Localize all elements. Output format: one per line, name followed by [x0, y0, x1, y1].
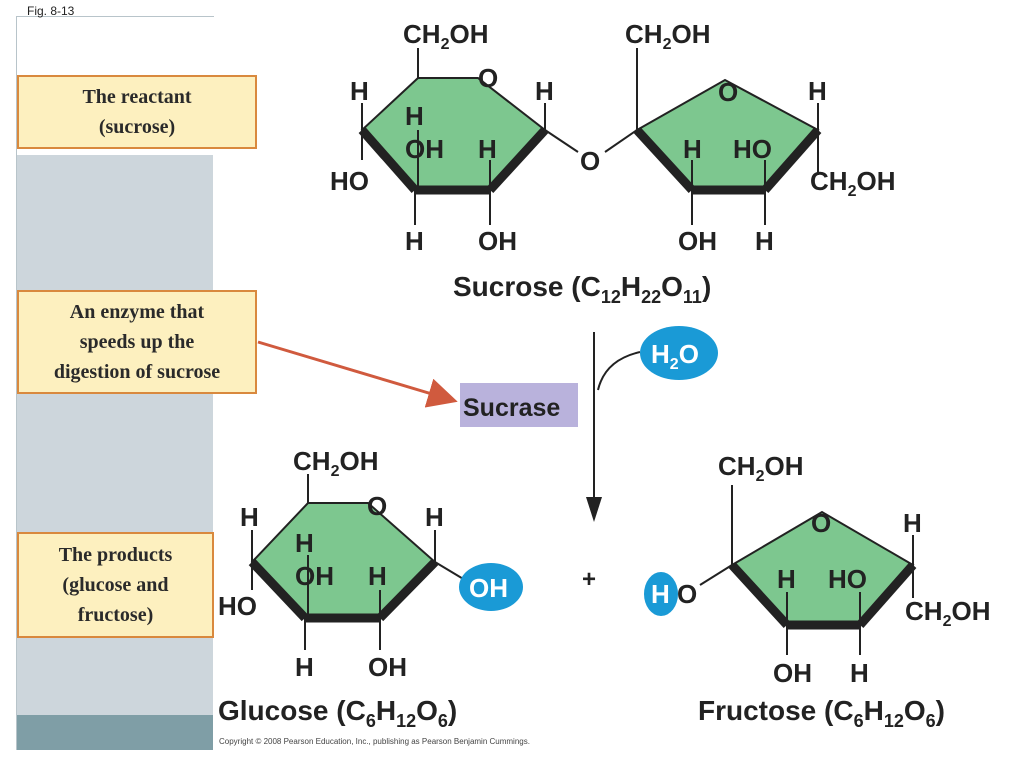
sucrose-fru-oh-bottom: OH [678, 226, 717, 256]
glucose-ring-o: O [367, 491, 387, 521]
glucose-formula: Glucose (C6H12O6) [218, 695, 457, 731]
glucose-h-inner2: H [368, 561, 387, 591]
callout-reactant: The reactant (sucrose) [17, 75, 257, 149]
copyright-notice: Copyright © 2008 Pearson Education, Inc.… [219, 737, 530, 746]
callout-products-line-1: The products [58, 544, 173, 566]
sucrose-glc-h-bottom: H [405, 226, 424, 256]
sucrose-glc-ring-o: O [478, 63, 498, 93]
glucose-h-right: H [425, 502, 444, 532]
callout-enzyme: An enzyme that speeds up the digestion o… [17, 290, 257, 394]
sucrose-fru-h-bottom: H [755, 226, 774, 256]
sucrose-glc-h-inner2: H [478, 134, 497, 164]
glucose-oh-bottom: OH [368, 652, 407, 682]
water-ellipse [640, 326, 718, 380]
fructose-oh-bottom: OH [773, 658, 812, 688]
fructose-ho-inner: HO [828, 564, 867, 594]
sucrose-fru-h-right: H [808, 76, 827, 106]
glucose-hexagon [250, 502, 437, 619]
glucose-oh-inner: OH [295, 561, 334, 591]
sucrose-glc-h-inner: H [405, 101, 424, 131]
callout-enzyme-line-2: speeds up the [79, 331, 195, 353]
fructose-ch2oh-right: CH2OH [905, 596, 990, 630]
fructose-o-left: O [677, 579, 697, 609]
left-panel-strip-bottom [17, 715, 213, 750]
glucose-h-left: H [240, 502, 259, 532]
callout-reactant-line-2: (sucrose) [98, 116, 176, 138]
fructose-ch2oh-top: CH2OH [718, 451, 803, 485]
figure-label: Fig. 8-13 [27, 4, 75, 18]
plus-sign: + [582, 566, 596, 593]
left-panel-strip [17, 155, 213, 750]
glucose-oh-highlight-text: OH [469, 573, 508, 603]
enzyme-box [460, 383, 578, 427]
fructose-h-highlight [644, 572, 678, 616]
sucrose-fru-ch2oh-top: CH2OH [625, 19, 710, 53]
sucrose-formula: Sucrose (C12H22O11) [453, 271, 711, 307]
fructose-h-bottom: H [850, 658, 869, 688]
sucrose-fru-ch2oh-right: CH2OH [810, 166, 895, 200]
sucrose-glc-oh-bottom: OH [478, 226, 517, 256]
glucose-h-inner: H [295, 528, 314, 558]
sucrose-glucose-ring: CH2OH O H H H OH H HO H OH [330, 19, 579, 256]
sucrose-glc-ch2oh: CH2OH [403, 19, 488, 53]
fructose-h-inner: H [777, 564, 796, 594]
sucrose-fru-ho-inner: HO [733, 134, 772, 164]
reaction-arrowhead [586, 497, 602, 522]
callout-enzyme-line-1: An enzyme that [69, 301, 205, 323]
fructose-h-right: H [903, 508, 922, 538]
water-curve [597, 351, 641, 391]
fructose-h-highlight-text: H [651, 579, 670, 609]
sucrose-glc-ho: HO [330, 166, 369, 196]
sucrose-glucose-hexagon [360, 77, 547, 191]
enzyme-label: Sucrase [463, 394, 560, 422]
glucose-ho: HO [218, 591, 257, 621]
sucrose-fru-h-inner: H [683, 134, 702, 164]
frame-vertical-line [16, 16, 17, 750]
sucrose-bridge-o: O [580, 146, 600, 176]
glucose-ch2oh: CH2OH [293, 446, 378, 480]
callout-products: The products (glucose and fructose) [17, 532, 214, 638]
callout-enzyme-line-3: digestion of sucrose [53, 361, 221, 383]
callout-products-line-3: fructose) [77, 604, 154, 626]
callout-products-line-2: (glucose and [62, 574, 169, 596]
glucose-oh-highlight [459, 563, 523, 611]
sucrose-glc-h-left: H [350, 76, 369, 106]
fructose-ring-o: O [811, 508, 831, 538]
fructose-ring: CH2OH O H H O H HO CH2OH OH H [644, 451, 990, 688]
sucrose-fructose-ring: CH2OH O H H HO CH2OH OH H [604, 19, 895, 256]
sucrose-glc-h-right: H [535, 76, 554, 106]
callout-enzyme-arrow [257, 340, 458, 408]
frame-horizontal-line [16, 16, 214, 17]
sucrose-fru-ring-o: O [718, 77, 738, 107]
water-formula: H2O [651, 339, 699, 373]
glucose-ring: CH2OH O H H H OH H HO H OH OH [218, 446, 523, 682]
fructose-formula: Fructose (C6H12O6) [698, 695, 945, 731]
callout-reactant-line-1: The reactant [82, 86, 192, 108]
sucrose-glc-oh-inner: OH [405, 134, 444, 164]
glucose-h-bottom: H [295, 652, 314, 682]
